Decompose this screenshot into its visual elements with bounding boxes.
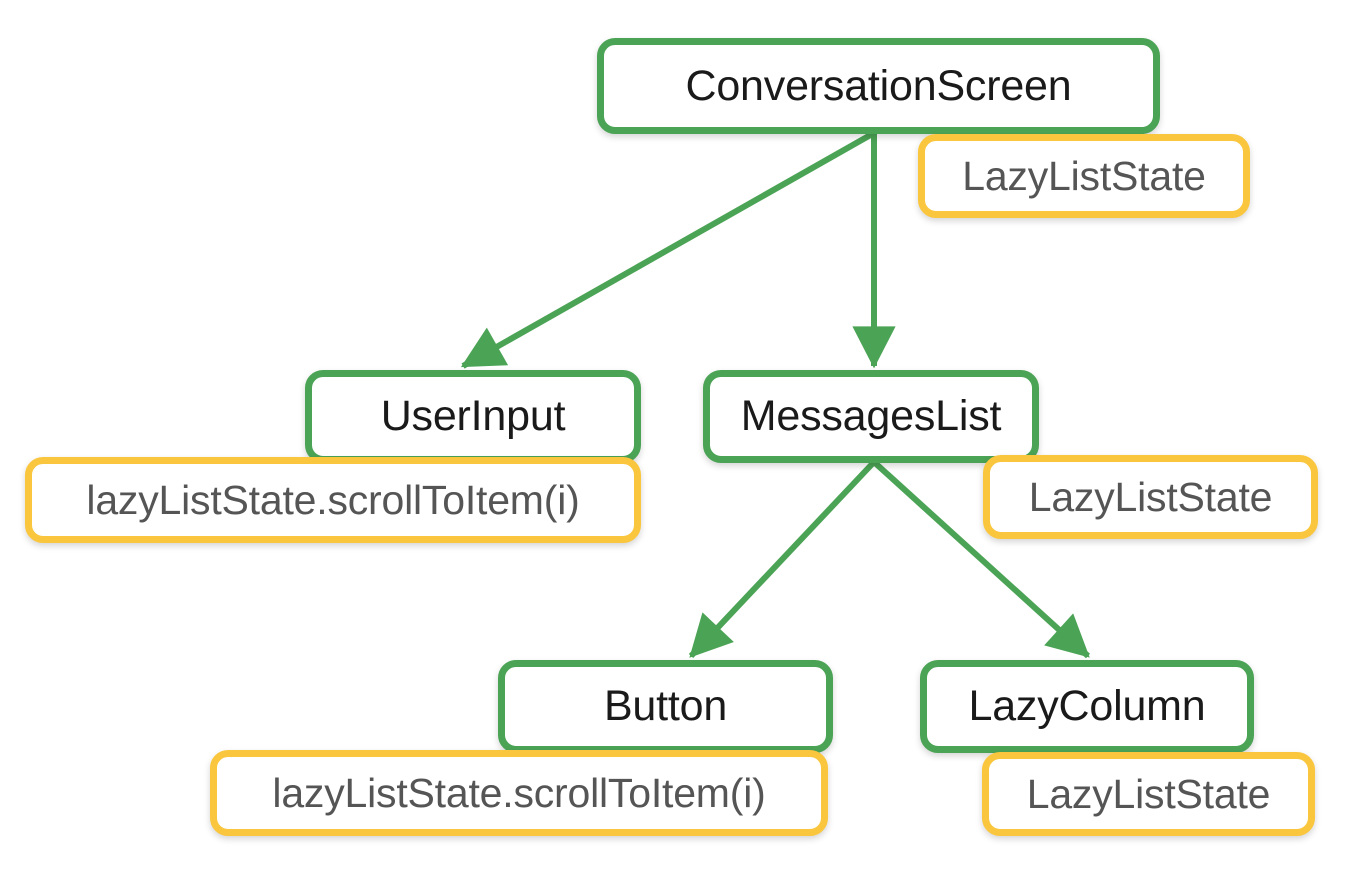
- node-label: Button: [603, 682, 728, 730]
- node-lazy-column[interactable]: LazyColumn: [920, 660, 1254, 753]
- node-label: lazyListState.scrollToItem(i): [86, 476, 580, 523]
- node-conversation-screen[interactable]: ConversationScreen: [597, 38, 1160, 134]
- node-label: LazyListState: [1026, 770, 1271, 817]
- node-user-input[interactable]: UserInput: [305, 370, 641, 463]
- node-button-state[interactable]: lazyListState.scrollToItem(i): [210, 750, 828, 836]
- edge-messageslist-button: [688, 459, 877, 659]
- node-label: LazyListState: [1028, 473, 1273, 520]
- node-messages-list-state[interactable]: LazyListState: [983, 455, 1318, 539]
- node-user-input-state[interactable]: lazyListState.scrollToItem(i): [25, 457, 641, 543]
- node-label: lazyListState.scrollToItem(i): [272, 769, 766, 816]
- edge-conversationscreen-userinput: [460, 130, 876, 369]
- node-label: MessagesList: [740, 392, 1002, 440]
- node-label: LazyColumn: [968, 682, 1206, 730]
- node-messages-list[interactable]: MessagesList: [703, 370, 1039, 463]
- node-label: ConversationScreen: [685, 61, 1072, 110]
- node-lazy-column-state[interactable]: LazyListState: [982, 752, 1315, 836]
- node-conversation-screen-state[interactable]: LazyListState: [918, 134, 1250, 218]
- node-label: UserInput: [380, 392, 566, 440]
- node-label: LazyListState: [962, 152, 1206, 199]
- node-button[interactable]: Button: [498, 660, 833, 753]
